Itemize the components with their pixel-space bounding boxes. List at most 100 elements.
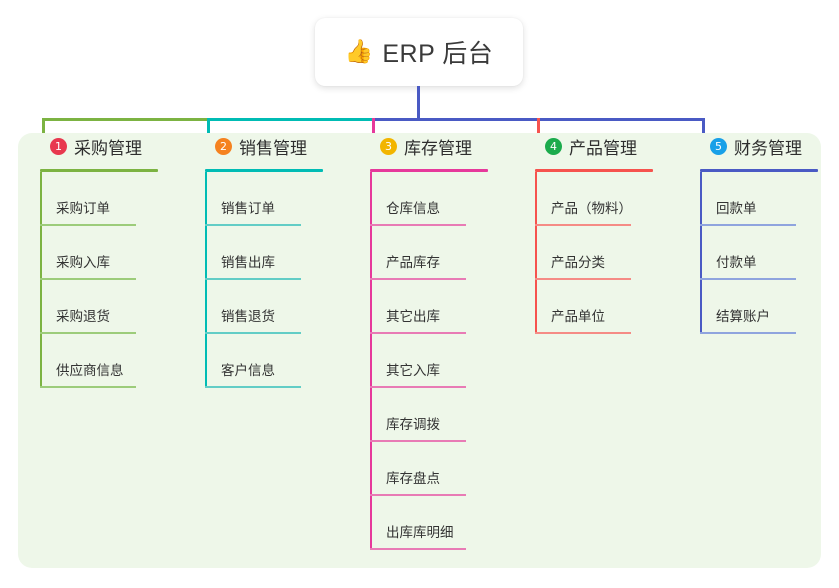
leaf-underline	[205, 386, 301, 388]
leaf-spine	[370, 496, 372, 550]
leaf-label: 销售退货	[221, 309, 275, 324]
leaf-spine	[40, 172, 42, 226]
leaf-label: 产品分类	[551, 255, 605, 270]
leaf-label: 库存盘点	[386, 471, 440, 486]
category-header-1[interactable]: 1 采购管理	[30, 133, 185, 159]
leaf-item[interactable]: 出库库明细	[370, 496, 515, 550]
leaf-item[interactable]: 其它入库	[370, 334, 515, 388]
category-label: 库存管理	[404, 138, 472, 158]
leaf-spine	[40, 280, 42, 334]
leaf-spine	[370, 226, 372, 280]
category-number-badge: 1	[50, 137, 67, 155]
leaf-spine	[205, 334, 207, 388]
leaf-label: 付款单	[716, 255, 757, 270]
connector-drop	[41, 118, 45, 145]
leaf-label: 客户信息	[221, 363, 275, 378]
leaf-spine	[40, 226, 42, 280]
leaf-spine	[370, 172, 372, 226]
leaf-underline	[40, 224, 136, 226]
leaf-item[interactable]: 回款单	[700, 172, 839, 226]
leaf-item[interactable]: 销售退货	[205, 280, 350, 334]
leaf-list: 销售订单销售出库销售退货客户信息	[205, 172, 350, 388]
leaf-underline	[205, 332, 301, 334]
leaf-item[interactable]: 产品（物料）	[535, 172, 680, 226]
category-header-5[interactable]: 5 财务管理	[690, 133, 839, 159]
leaf-item[interactable]: 结算账户	[700, 280, 839, 334]
leaf-item[interactable]: 付款单	[700, 226, 839, 280]
leaf-underline	[535, 278, 631, 280]
connector-bus-segment	[206, 118, 375, 121]
leaf-list: 产品（物料） 产品分类产品单位	[535, 172, 680, 334]
leaf-underline	[205, 278, 301, 280]
leaf-item[interactable]: 产品单位	[535, 280, 680, 334]
leaf-label: 出库库明细	[386, 525, 454, 540]
category-underline	[370, 169, 488, 172]
category-number-badge: 4	[545, 137, 562, 155]
leaf-underline	[700, 224, 796, 226]
leaf-underline	[370, 386, 466, 388]
connector-bus-segment	[536, 118, 705, 121]
leaf-underline	[535, 224, 631, 226]
leaf-item[interactable]: 采购订单	[40, 172, 185, 226]
leaf-spine	[205, 172, 207, 226]
leaf-underline	[535, 332, 631, 334]
leaf-item[interactable]: 供应商信息	[40, 334, 185, 388]
category-number-badge: 5	[710, 137, 727, 155]
leaf-item[interactable]: 产品库存	[370, 226, 515, 280]
leaf-underline	[700, 278, 796, 280]
leaf-item[interactable]: 采购退货	[40, 280, 185, 334]
leaf-item[interactable]: 销售出库	[205, 226, 350, 280]
leaf-spine	[535, 226, 537, 280]
root-node[interactable]: 👍 ERP 后台	[315, 18, 523, 86]
branch-column-5: 5 财务管理回款单付款单结算账户	[690, 133, 839, 334]
leaf-item[interactable]: 采购入库	[40, 226, 185, 280]
leaf-label: 销售订单	[221, 201, 275, 216]
category-label: 产品管理	[569, 138, 637, 158]
leaf-spine	[40, 334, 42, 388]
category-number-badge: 2	[215, 137, 232, 155]
connector-drop	[701, 118, 705, 145]
leaf-list: 采购订单采购入库采购退货供应商信息	[40, 172, 185, 388]
branch-column-1: 1 采购管理采购订单采购入库采购退货供应商信息	[30, 133, 185, 388]
leaf-label: 其它入库	[386, 363, 440, 378]
connector-bus-segment	[41, 118, 210, 121]
leaf-spine	[370, 334, 372, 388]
leaf-spine	[535, 172, 537, 226]
leaf-item[interactable]: 库存盘点	[370, 442, 515, 496]
leaf-underline	[370, 224, 466, 226]
leaf-item[interactable]: 库存调拨	[370, 388, 515, 442]
leaf-label: 库存调拨	[386, 417, 440, 432]
leaf-underline	[205, 224, 301, 226]
leaf-item[interactable]: 客户信息	[205, 334, 350, 388]
branch-column-4: 4 产品管理产品（物料） 产品分类产品单位	[525, 133, 680, 334]
leaf-label: 产品库存	[386, 255, 440, 270]
category-header-4[interactable]: 4 产品管理	[525, 133, 680, 159]
leaf-item[interactable]: 产品分类	[535, 226, 680, 280]
leaf-underline	[370, 548, 466, 550]
category-underline	[700, 169, 818, 172]
leaf-underline	[370, 440, 466, 442]
leaf-item[interactable]: 仓库信息	[370, 172, 515, 226]
leaf-label: 产品单位	[551, 309, 605, 324]
connector-bus-segment	[371, 118, 540, 121]
leaf-spine	[700, 280, 702, 334]
leaf-label: 其它出库	[386, 309, 440, 324]
leaf-item[interactable]: 销售订单	[205, 172, 350, 226]
category-label: 采购管理	[74, 138, 142, 158]
leaf-label: 回款单	[716, 201, 757, 216]
leaf-spine	[370, 442, 372, 496]
connector-drop	[536, 118, 540, 145]
connector-drop	[371, 118, 375, 145]
leaf-item[interactable]: 其它出库	[370, 280, 515, 334]
category-underline	[535, 169, 653, 172]
category-label: 财务管理	[734, 138, 802, 158]
leaf-label: 采购订单	[56, 201, 110, 216]
leaf-spine	[205, 226, 207, 280]
leaf-underline	[370, 332, 466, 334]
leaf-label: 结算账户	[716, 309, 770, 324]
